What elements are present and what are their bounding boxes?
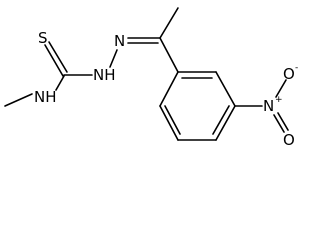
bond-imine-ring [159,37,179,73]
bond-imine-methyl [159,7,179,39]
nitro-o-top-charge: - [295,63,298,73]
nitro-n-charge: + [275,95,283,105]
molecule-structure: S NH NH N N + O - O [4,7,298,149]
nitro-o-bottom-label: O [283,131,295,149]
nitro-o-top-label: O [283,65,295,83]
ring-inner-double-3 [164,105,181,135]
imine-n-label: N [114,32,125,50]
hydrazine-nh-label: NH [93,66,116,84]
amine-nh-label: NH [34,88,57,106]
ring-bond-6 [159,71,179,107]
bond-thione-2 [48,41,68,73]
ring-inner-double-2 [212,105,230,135]
bond-methyl-amine [4,93,33,107]
bond-thione-1 [44,44,64,77]
ring-bond-3 [215,105,236,141]
bond-nitro-o-bottom-2 [277,112,289,131]
ring-bond-5 [159,105,179,141]
thione-s-label: S [38,29,48,47]
nitro-n-label: N [263,97,274,115]
ring-bond-2 [215,71,236,107]
bond-nitro-o-bottom-1 [273,114,285,133]
bond-nitro-o-top [275,79,287,98]
bond-hydrazine-imine [109,49,118,68]
bond-amine-carbon [55,75,65,91]
molecule-canvas: S NH NH N N + O - O [4,7,298,149]
